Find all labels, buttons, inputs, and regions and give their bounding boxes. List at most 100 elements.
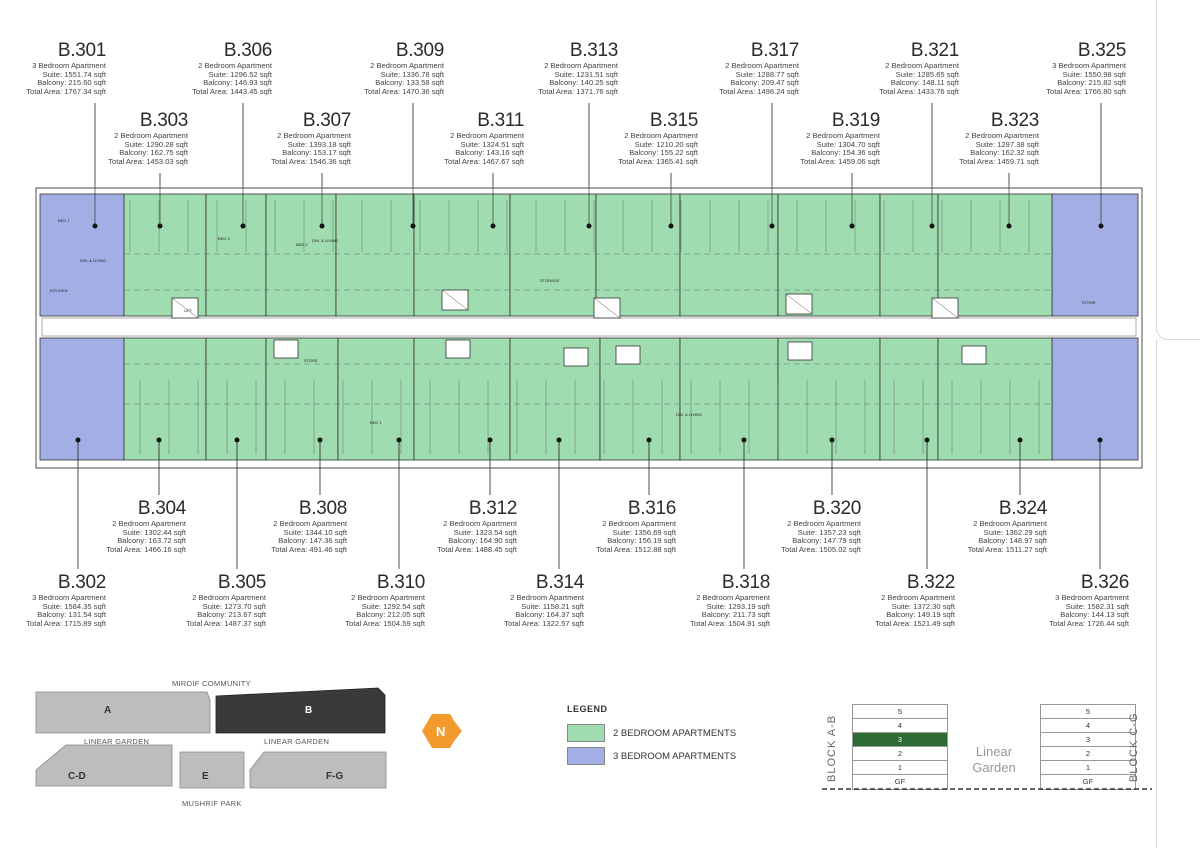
unit-suite-area: Suite: 1356.69 sqft — [612, 527, 676, 537]
unit-area-301 — [39, 193, 125, 317]
unit-number: B.320 — [812, 498, 861, 519]
unit-marker-318 — [741, 437, 747, 443]
unit-suite-area: Suite: 1393.18 sqft — [287, 139, 351, 149]
unit-suite-area: Suite: 1231.51 sqft — [554, 69, 618, 79]
unit-type: 2 Bedroom Apartment — [885, 60, 959, 70]
unit-type: 3 Bedroom Apartment — [1055, 592, 1129, 602]
unit-number: B.318 — [721, 572, 770, 593]
floor-2[interactable]: 2 — [1041, 747, 1135, 761]
unit-total-area: Total Area: 1459.71 sqft — [959, 157, 1039, 166]
unit-total-area: Total Area: 1546.36 sqft — [271, 157, 351, 166]
unit-balcony-area: Balcony: 209.47 sqft — [730, 78, 799, 88]
unit-number: B.302 — [57, 572, 106, 593]
unit-total-area: Total Area: 1466.16 sqft — [106, 545, 186, 554]
unit-balcony-area: Balcony: 162.75 sqft — [119, 148, 188, 158]
room-label-dining: DIN. & LIVING — [312, 238, 338, 243]
unit-area-326 — [1051, 337, 1139, 461]
unit-total-area: Total Area: 1504.59 sqft — [345, 619, 425, 628]
unit-total-area: Total Area: 1511.27 sqft — [967, 545, 1047, 554]
unit-total-area: Total Area: 1726.44 sqft — [1049, 619, 1129, 628]
unit-suite-area: Suite: 1323.54 sqft — [453, 527, 517, 537]
unit-balcony-area: Balcony: 211.73 sqft — [701, 610, 770, 620]
unit-number: B.325 — [1077, 40, 1126, 61]
unit-type: 2 Bedroom Apartment — [351, 592, 425, 602]
north-letter: N — [436, 724, 445, 739]
unit-type: 2 Bedroom Apartment — [725, 60, 799, 70]
unit-total-area: Total Area: 1470.36 sqft — [364, 87, 444, 96]
unit-balcony-area: Balcony: 215.60 sqft — [37, 78, 106, 88]
unit-marker-316 — [646, 437, 652, 443]
key-garden-left: LINEAR GARDEN — [84, 737, 150, 746]
unit-balcony-area: Balcony: 148.11 sqft — [890, 78, 959, 88]
unit-total-area: Total Area: 1512.88 sqft — [596, 545, 676, 554]
floor-5[interactable]: 5 — [1041, 705, 1135, 719]
floor-4[interactable]: 4 — [1041, 719, 1135, 733]
unit-suite-area: Suite: 1273.70 sqft — [202, 601, 266, 611]
floor-4[interactable]: 4 — [853, 719, 947, 733]
corridor — [41, 317, 1137, 337]
floor-gf[interactable]: GF — [1041, 775, 1135, 789]
unit-suite-area: Suite: 1292.54 sqft — [361, 601, 425, 611]
room-label-kitchen: KITCHEN — [50, 288, 68, 293]
key-block-a — [35, 691, 211, 734]
unit-suite-area: Suite: 1551.74 sqft — [42, 69, 106, 79]
unit-total-area: Total Area: 1487.37 sqft — [186, 619, 266, 628]
unit-marker-322 — [924, 437, 930, 443]
room-label-bed3: BED 3 — [218, 236, 230, 241]
floor-5[interactable]: 5 — [853, 705, 947, 719]
floor-1[interactable]: 1 — [1041, 761, 1135, 775]
floor-3[interactable]: 3 — [853, 733, 947, 747]
unit-type: 2 Bedroom Apartment — [965, 130, 1039, 140]
linear-garden-label: Linear Garden — [972, 744, 1016, 775]
unit-suite-area: Suite: 1584.35 sqft — [42, 601, 106, 611]
unit-number: B.304 — [137, 498, 186, 519]
unit-total-area: Total Area: 1504.91 sqft — [690, 619, 770, 628]
unit-total-area: Total Area: 1488.45 sqft — [437, 545, 517, 554]
unit-balcony-area: Balcony: 155.22 sqft — [629, 148, 698, 158]
unit-area-309 — [335, 193, 415, 317]
unit-suite-area: Suite: 1296.52 sqft — [208, 69, 272, 79]
unit-area-307 — [265, 193, 337, 317]
unit-marker-320 — [829, 437, 835, 443]
key-label-b: B — [305, 705, 313, 716]
unit-total-area: Total Area: 1521.49 sqft — [875, 619, 955, 628]
unit-balcony-area: Balcony: 164.90 sqft — [448, 536, 517, 546]
unit-balcony-area: Balcony: 148.97 sqft — [978, 536, 1047, 546]
legend-item-three-bed: 3 BEDROOM APARTMENTS — [567, 747, 736, 765]
unit-number: B.314 — [535, 572, 584, 593]
unit-suite-area: Suite: 1372.30 sqft — [891, 601, 955, 611]
unit-suite-area: Suite: 1297.38 sqft — [975, 139, 1039, 149]
stair-core-2-cross — [785, 293, 813, 315]
unit-balcony-area: Balcony: 146.93 sqft — [203, 78, 272, 88]
floor-2[interactable]: 2 — [853, 747, 947, 761]
room-label-storage: STORAGE — [540, 278, 560, 283]
unit-balcony-area: Balcony: 215.82 sqft — [1057, 78, 1126, 88]
floor-gf[interactable]: GF — [853, 775, 947, 789]
unit-number: B.315 — [649, 110, 698, 131]
unit-suite-area: Suite: 1324.51 sqft — [460, 139, 524, 149]
unit-area-323 — [937, 193, 1053, 317]
key-label-e: E — [202, 771, 209, 782]
unit-marker-308 — [317, 437, 323, 443]
room-label-bed1: BED 1 — [370, 420, 382, 425]
unit-total-area: Total Area: 1459.06 sqft — [800, 157, 880, 166]
floor-3[interactable]: 3 — [1041, 733, 1135, 747]
unit-area-304 — [123, 337, 207, 461]
floor-1[interactable]: 1 — [853, 761, 947, 775]
unit-number: B.313 — [569, 40, 618, 61]
unit-suite-area: Suite: 1582.31 sqft — [1065, 601, 1129, 611]
unit-marker-314 — [556, 437, 562, 443]
unit-number: B.316 — [627, 498, 676, 519]
unit-type: 3 Bedroom Apartment — [32, 592, 106, 602]
unit-balcony-area: Balcony: 149.19 sqft — [886, 610, 955, 620]
unit-marker-302 — [75, 437, 81, 443]
room-label-bed2: BED 2 — [296, 242, 308, 247]
room-label-dining: DIN. & LIVING — [676, 412, 702, 417]
unit-type: 2 Bedroom Apartment — [806, 130, 880, 140]
key-block-fg — [249, 751, 387, 789]
